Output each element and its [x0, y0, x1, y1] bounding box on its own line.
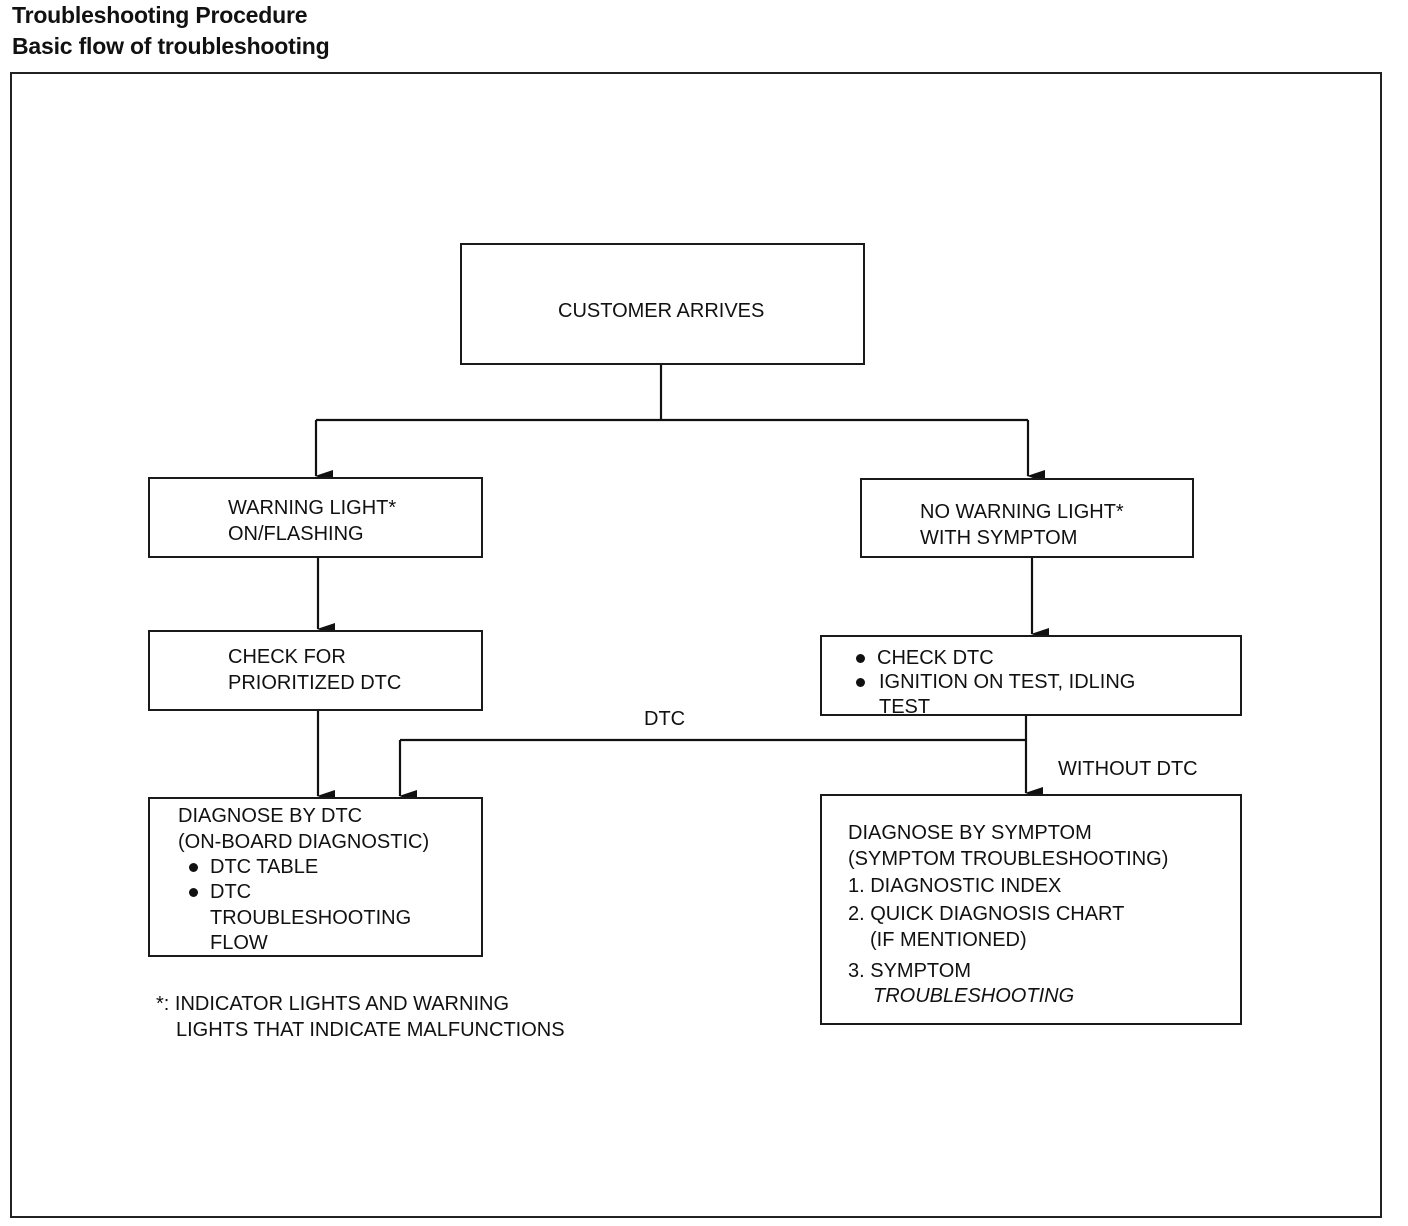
node-diagnose-dtc-bullet-1: DTC TABLE: [210, 856, 319, 878]
node-diagnose-dtc-bullet-2-cont-2: FLOW: [210, 932, 268, 954]
node-check-dtc-bullet-1: CHECK DTC: [877, 647, 994, 669]
bullet-icon: [856, 654, 865, 663]
node-customer-arrives-label: CUSTOMER ARRIVES: [558, 300, 765, 322]
node-warning-light: WARNING LIGHT* ON/FLASHING: [148, 477, 483, 558]
node-no-warning-light-line-2: WITH SYMPTOM: [920, 527, 1078, 549]
node-warning-light-line-1: WARNING LIGHT*: [228, 497, 397, 519]
bullet-icon: [189, 863, 198, 872]
node-diagnose-symptom-item-2-cont: (IF MENTIONED): [870, 929, 1027, 951]
edge-label-dtc: DTC: [644, 708, 686, 730]
footnote-line-2: LIGHTS THAT INDICATE MALFUNCTIONS: [176, 1019, 565, 1041]
node-diagnose-symptom-line-2: (SYMPTOM TROUBLESHOOTING): [848, 848, 1169, 870]
bullet-icon: [189, 888, 198, 897]
node-diagnose-symptom-item-2: 2. QUICK DIAGNOSIS CHART: [848, 903, 1125, 925]
node-check-dtc: CHECK DTC IGNITION ON TEST, IDLING TEST: [820, 635, 1242, 718]
node-diagnose-symptom-line-1: DIAGNOSE BY SYMPTOM: [848, 822, 1092, 844]
page-subtitle: Basic flow of troubleshooting: [12, 33, 330, 59]
node-check-prioritized-line-1: CHECK FOR: [228, 646, 346, 668]
node-diagnose-by-symptom: DIAGNOSE BY SYMPTOM (SYMPTOM TROUBLESHOO…: [820, 794, 1242, 1025]
bullet-icon: [856, 678, 865, 687]
node-diagnose-by-dtc: DIAGNOSE BY DTC (ON-BOARD DIAGNOSTIC) DT…: [148, 797, 483, 957]
node-warning-light-line-2: ON/FLASHING: [228, 523, 364, 545]
node-diagnose-dtc-bullet-2: DTC: [210, 881, 252, 903]
diagram-frame: [10, 72, 1382, 1218]
node-diagnose-symptom-item-3-cont: TROUBLESHOOTING: [873, 985, 1075, 1007]
node-no-warning-light-line-1: NO WARNING LIGHT*: [920, 501, 1124, 523]
page-title: Troubleshooting Procedure: [12, 2, 308, 28]
node-customer-arrives: CUSTOMER ARRIVES: [460, 243, 865, 365]
edge-label-without-dtc: WITHOUT DTC: [1058, 758, 1198, 780]
node-diagnose-dtc-line-2: (ON-BOARD DIAGNOSTIC): [178, 831, 430, 853]
node-diagnose-symptom-item-1: 1. DIAGNOSTIC INDEX: [848, 875, 1062, 897]
footnote-line-1: *: INDICATOR LIGHTS AND WARNING: [156, 993, 509, 1015]
node-check-prioritized-line-2: PRIORITIZED DTC: [228, 672, 402, 694]
node-no-warning-light: NO WARNING LIGHT* WITH SYMPTOM: [860, 478, 1194, 558]
node-diagnose-dtc-line-1: DIAGNOSE BY DTC: [178, 805, 363, 827]
node-check-prioritized-dtc: CHECK FOR PRIORITIZED DTC: [148, 630, 483, 711]
node-diagnose-dtc-bullet-2-cont-1: TROUBLESHOOTING: [210, 907, 412, 929]
node-check-dtc-bullet-2-cont: TEST: [879, 696, 931, 718]
node-diagnose-symptom-item-3: 3. SYMPTOM: [848, 960, 971, 982]
node-check-dtc-bullet-2: IGNITION ON TEST, IDLING: [879, 671, 1136, 693]
